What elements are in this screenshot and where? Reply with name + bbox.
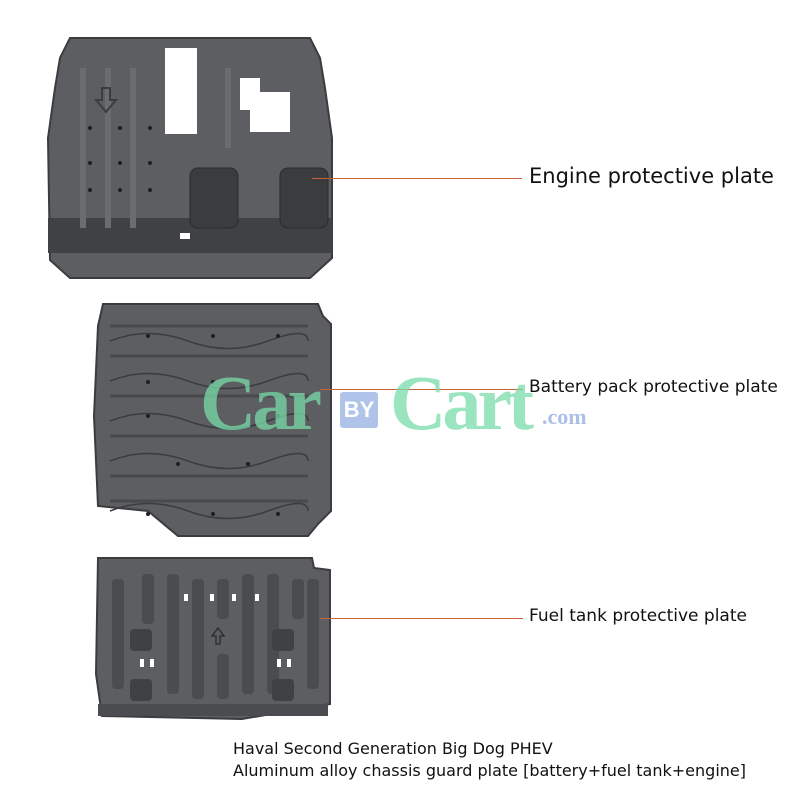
caption-line-1: Haval Second Generation Big Dog PHEV bbox=[233, 739, 553, 758]
fuel-tank-protective-plate-image bbox=[94, 557, 331, 721]
battery-protective-plate-image bbox=[92, 303, 332, 537]
engine-plate-label: Engine protective plate bbox=[529, 164, 774, 188]
engine-protective-plate-image bbox=[46, 37, 333, 279]
engine-leader-line bbox=[312, 178, 522, 179]
watermark-by-badge: BY bbox=[340, 392, 378, 428]
battery-plate-label: Battery pack protective plate bbox=[529, 377, 778, 397]
watermark-text-cart: Cart bbox=[390, 359, 534, 446]
caption-line-2: Aluminum alloy chassis guard plate [batt… bbox=[233, 761, 746, 780]
product-caption: Haval Second Generation Big Dog PHEV Alu… bbox=[233, 738, 746, 782]
battery-leader-line bbox=[320, 389, 523, 390]
watermark-text-com: .com bbox=[542, 404, 587, 429]
fuel-tank-leader-line bbox=[320, 618, 523, 619]
fuel-tank-plate-label: Fuel tank protective plate bbox=[529, 606, 747, 626]
